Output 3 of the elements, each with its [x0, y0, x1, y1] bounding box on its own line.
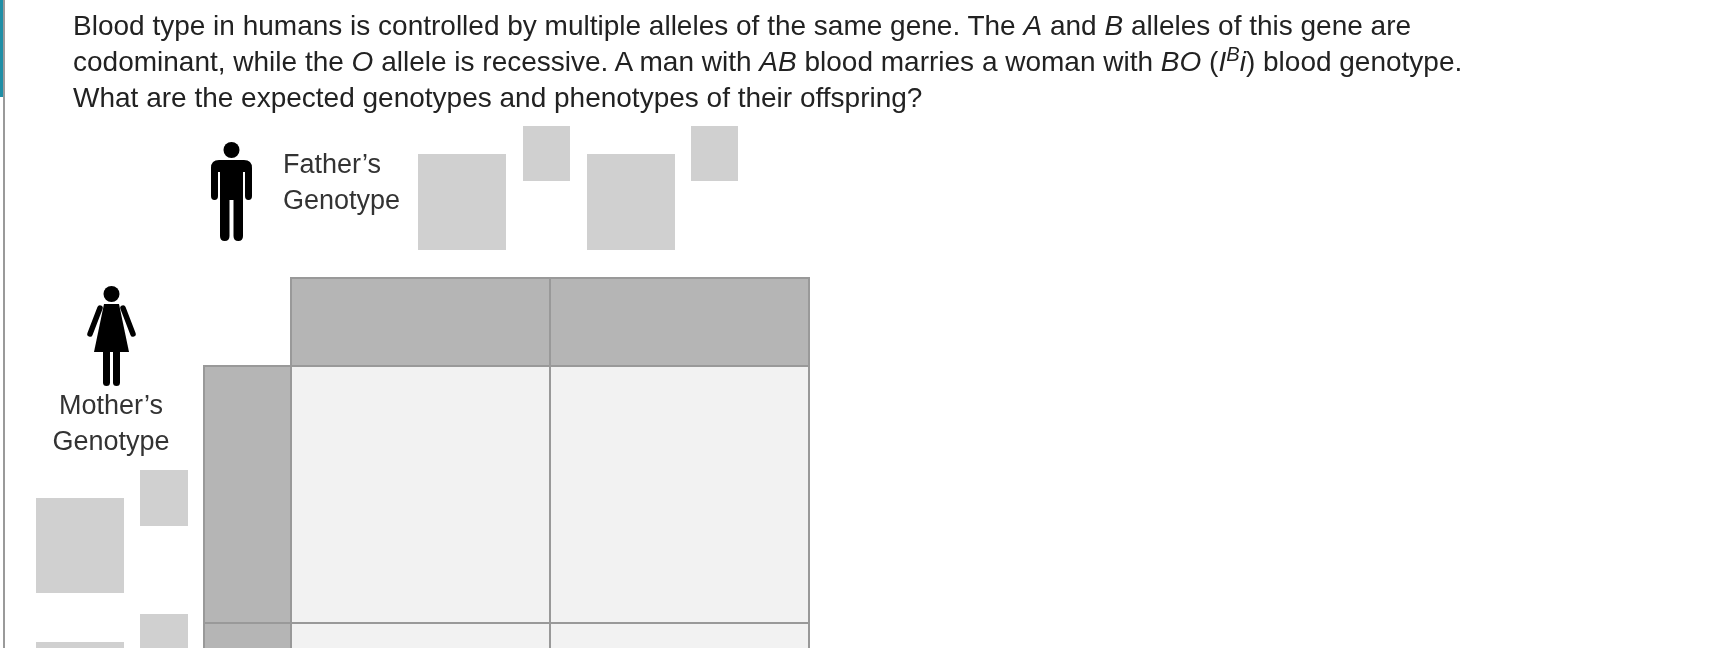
question-text: Blood type in humans is controlled by multiple alleles of the same gene. The A and B alleles of this gene are codominant, while the O allele is recessive. A man with AB blood marries a woman with BO (I$^{B}$i) blood genotype. What are the expected genotypes and phenotypes of their offspring?: [73, 9, 1464, 115]
father-genotype-label: Father’s Genotype: [283, 148, 402, 217]
mother-genotype-label: Mother’s Genotype: [51, 389, 171, 458]
